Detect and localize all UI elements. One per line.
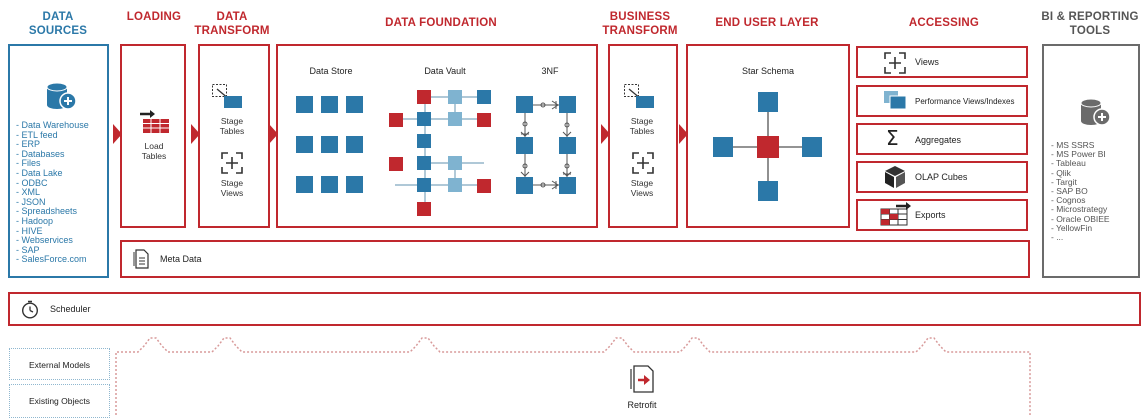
data-source-item: - SAP (16, 244, 40, 255)
bi-tool-item: - MS SSRS (1051, 140, 1095, 150)
chevron-right-icon (269, 124, 278, 144)
cube-icon (885, 166, 905, 188)
bi-tool-item: - Tableau (1051, 158, 1086, 169)
stage-table-icon (624, 84, 654, 108)
data-source-item: - JSON (16, 196, 46, 207)
meta-data-bar[interactable] (120, 240, 1030, 278)
access-views[interactable] (856, 46, 1028, 78)
header-data-foundation: DATA FOUNDATION (385, 17, 497, 29)
views-icon (884, 52, 906, 74)
data-source-item: - Files (16, 158, 41, 169)
data-source-item: - Data Warehouse (16, 120, 89, 130)
access-aggregates-label: Aggregates (915, 135, 962, 145)
load-tables-label: Load Tables (141, 141, 167, 161)
data-source-item: - ETL feed (16, 129, 58, 140)
scheduler-label: Scheduler (50, 304, 91, 314)
stage-views-label: Stage Views (220, 178, 244, 198)
stage-tables-label: Stage Tables (629, 116, 655, 136)
load-table-icon (140, 110, 169, 133)
access-views-label: Views (915, 57, 939, 67)
bi-tool-item: - Qlik (1051, 167, 1071, 178)
header-loading: LOADING (126, 11, 182, 23)
access-olap-cubes-label: OLAP Cubes (915, 172, 968, 182)
retrofit-outline (115, 337, 1031, 415)
export-table-icon (880, 202, 911, 226)
performance-views-icon (884, 91, 907, 110)
data-source-item: - Hadoop (16, 215, 54, 226)
access-olap-cubes[interactable] (856, 161, 1028, 193)
access-exports[interactable] (856, 199, 1028, 231)
3nf-diagram (516, 96, 576, 194)
data-source-item: - Spreadsheets (16, 206, 78, 217)
header-bi-tools: BI & REPORTING TOOLS (1041, 11, 1139, 37)
bi-tool-item: - Targit (1051, 176, 1077, 187)
data-source-item: - ERP (16, 139, 41, 150)
bi-tools-list: - MS SSRS- MS Power BI- Tableau- Qlik- T… (1051, 140, 1110, 243)
data-source-item: - Databases (16, 148, 65, 159)
loading-panel (120, 44, 186, 228)
bi-tool-item: - MS Power BI (1051, 149, 1106, 160)
meta-data-label: Meta Data (160, 254, 202, 264)
star-schema-label: Star Schema (741, 66, 795, 76)
data-source-item: - HIVE (16, 225, 43, 236)
retrofit-label: Retrofit (627, 400, 657, 410)
access-exports-label: Exports (915, 210, 946, 220)
external-models-box[interactable] (9, 348, 110, 380)
stage-tables-label: Stage Tables (219, 116, 245, 136)
data-sources-list: - Data Warehouse- ETL feed- ERP- Databas… (16, 120, 89, 265)
stage-table-icon (212, 84, 242, 108)
data-vault-label: Data Vault (424, 66, 466, 76)
scheduler-bar[interactable] (8, 292, 1141, 326)
header-end-user-layer: END USER LAYER (715, 17, 819, 29)
data-store-label: Data Store (309, 66, 353, 76)
existing-objects-label: Existing Objects (29, 396, 90, 406)
bi-tool-item: - SAP BO (1051, 186, 1088, 197)
retrofit-document-icon (630, 365, 654, 393)
chevron-right-icon (679, 124, 688, 144)
bi-tool-item: - Oracle OBIEE (1051, 213, 1110, 224)
data-source-item: - ODBC (16, 177, 48, 188)
star-schema-diagram (713, 92, 822, 201)
header-data-sources: DATA SOURCES (28, 11, 88, 37)
stage-views-label: Stage Views (630, 178, 654, 198)
document-icon (133, 249, 149, 269)
database-add-icon (46, 82, 77, 110)
stopwatch-icon (21, 300, 39, 319)
header-data-transform: DATA TRANSFORM (194, 11, 270, 37)
business-transform-panel (608, 44, 678, 228)
data-store-diagram (296, 96, 363, 193)
stage-view-icon (632, 152, 654, 174)
data-vault-diagram (389, 90, 491, 216)
data-source-item: - SalesForce.com (16, 254, 87, 265)
data-source-item: - Webservices (16, 235, 73, 246)
external-models-label: External Models (29, 360, 90, 370)
access-performance-views-label: Performance Views/Indexes (915, 97, 1015, 106)
3nf-label: 3NF (541, 66, 559, 76)
bi-tools-panel (1042, 44, 1140, 278)
chevron-right-icon (601, 124, 610, 144)
data-transform-panel (198, 44, 270, 228)
stage-view-icon (221, 152, 243, 174)
bi-tool-item: - Cognos (1051, 195, 1086, 206)
chevron-right-icon (113, 124, 122, 144)
data-source-item: - Data Lake (16, 167, 63, 178)
sigma-icon: Σ (886, 126, 899, 150)
data-source-item: - XML (16, 187, 41, 198)
header-accessing: ACCESSING (908, 17, 980, 29)
bi-tool-item: - ... (1051, 232, 1064, 243)
bi-tool-item: - Microstrategy (1051, 204, 1108, 215)
database-add-icon (1080, 98, 1111, 126)
access-aggregates[interactable] (856, 123, 1028, 155)
header-business-transform: BUSINESS TRANSFORM (602, 11, 678, 37)
chevron-right-icon (191, 124, 200, 144)
bi-tool-item: - YellowFin (1051, 222, 1093, 233)
